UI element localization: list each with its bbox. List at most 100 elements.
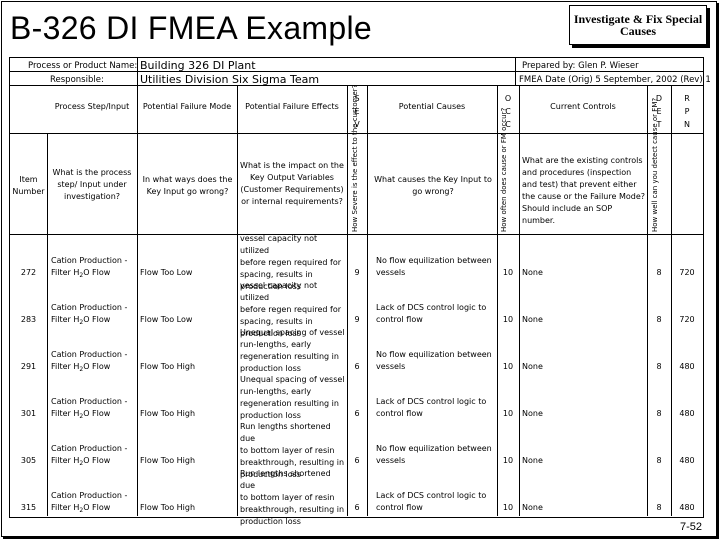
severity: 6 (354, 456, 360, 465)
failure-effect-line: breakthrough, resulting in (240, 458, 345, 467)
detection: 8 (656, 456, 662, 465)
failure-effect-line: production loss (240, 364, 301, 373)
item-number: 283 (20, 315, 37, 324)
guide-item: Item Number (12, 175, 45, 196)
failure-effect-line: vessel capacity not utilized (240, 281, 318, 302)
responsible-value: Utilities Division Six Sigma Team (140, 73, 320, 86)
potential-causes: No flow equilization between vessels (376, 349, 496, 373)
failure-mode: Flow Too High (140, 503, 196, 512)
process-step-line: Filter H2O Flow (51, 268, 111, 279)
fmea-sheet: Process or Product Name: Building 326 DI… (9, 57, 711, 526)
potential-causes: Lack of DCS control logic to control flow (376, 302, 496, 326)
process-step-line: Cation Production - (51, 444, 128, 453)
rpn: 480 (679, 362, 695, 371)
process-step-line: Filter H2O Flow (51, 409, 111, 420)
process-value: Building 326 DI Plant (140, 59, 256, 72)
process-step-line: Filter H2O Flow (51, 362, 111, 373)
occurrence: 10 (502, 456, 514, 465)
process-step-line: Cation Production - (51, 350, 128, 359)
failure-effect-line: breakthrough, resulting in (240, 505, 345, 514)
guide-effects: What is the impact on the Key Output Var… (240, 161, 344, 206)
failure-effects: Unequal spacing of vessel run-lengths, ea… (240, 327, 346, 375)
process-step: Cation Production -Filter H2O Flow (51, 490, 137, 517)
process-step: Cation Production - Filter H2O Flow (51, 349, 137, 376)
cause-line: vessels (376, 362, 406, 371)
rpn: 480 (679, 456, 695, 465)
item-number: 315 (20, 503, 37, 512)
failure-effect-line: regeneration resulting in (240, 352, 339, 361)
header-controls: Current Controls (550, 102, 616, 111)
header-causes: Potential Causes (398, 102, 466, 111)
responsible-label: Responsible: (50, 75, 104, 85)
cause-line: control flow (376, 409, 423, 418)
cause-line: control flow (376, 315, 423, 324)
severity: 6 (354, 409, 360, 418)
failure-effect-line: production loss (240, 411, 301, 420)
header-effects: Potential Failure Effects (245, 102, 339, 111)
occurrence: 10 (502, 503, 514, 512)
potential-causes: No flow equilization between vessels (376, 443, 496, 467)
failure-effect-line: run-lengths, early (240, 340, 312, 349)
guide-step: What is the process step/ Input under in… (52, 168, 132, 201)
cause-line: Lack of DCS control logic to (376, 303, 487, 312)
failure-effects: Unequal spacing of vessel run-lengths, ea… (240, 374, 346, 422)
occurrence: 10 (502, 362, 514, 371)
callout-box: Investigate & Fix Special Causes (569, 5, 707, 45)
guide-controls: What are the existing controls and proce… (522, 156, 645, 225)
occurrence: 10 (502, 315, 514, 324)
guide-occ: How often does cause or FM occur? (500, 107, 508, 232)
detection: 8 (656, 503, 662, 512)
detection: 8 (656, 315, 662, 324)
occurrence: 10 (502, 409, 514, 418)
prepared-by: Prepared by: Glen P. Wieser (522, 61, 639, 71)
guide-mode: In what ways does the Key Input go wrong… (142, 175, 233, 196)
cause-line: No flow equilization between (376, 444, 492, 453)
item-number: 305 (20, 456, 37, 465)
cause-line: Lack of DCS control logic to (376, 397, 487, 406)
cause-line: Lack of DCS control logic to (376, 491, 487, 500)
cause-line: vessels (376, 268, 406, 277)
failure-effect-line: before regen required for (240, 258, 341, 267)
cause-line: No flow equilization between (376, 350, 492, 359)
failure-effect-line: to bottom layer of resin (240, 446, 335, 455)
current-controls: None (522, 503, 543, 512)
failure-effect-line: run-lengths, early (240, 387, 312, 396)
failure-effect-line: Unequal spacing of vessel (240, 375, 345, 384)
rpn: 720 (679, 268, 695, 277)
cause-line: vessels (376, 456, 406, 465)
process-step: Cation Production -Filter H2O Flow (51, 443, 137, 470)
potential-causes: Lack of DCS control logic to control flow (376, 490, 496, 514)
guide-causes: What causes the Key Input to go wrong? (374, 175, 492, 196)
failure-effect-line: spacing, results in (240, 270, 313, 279)
severity: 6 (354, 362, 360, 371)
process-step: Cation Production -Filter H2O Flow (51, 396, 137, 423)
failure-effect-line: production loss (240, 470, 301, 479)
fmea-date: FMEA Date (Orig) 5 September, 2002 (Rev)… (519, 75, 711, 85)
current-controls: None (522, 268, 543, 277)
failure-effect-line: Unequal spacing of vessel (240, 328, 345, 337)
current-controls: None (522, 409, 543, 418)
guide-sev: How Severe is the effect to the customer… (351, 84, 359, 232)
detection: 8 (656, 409, 662, 418)
failure-mode: Flow Too Low (140, 315, 193, 324)
rpn: 720 (679, 315, 695, 324)
severity: 9 (354, 315, 360, 324)
current-controls: None (522, 315, 543, 324)
cause-line: control flow (376, 503, 423, 512)
occurrence: 10 (502, 268, 514, 277)
page-number: 7-52 (679, 521, 702, 533)
process-step: Cation Production -Filter H2O Flow (51, 302, 137, 329)
process-step-line: Filter H2O Flow (51, 315, 111, 326)
detection: 8 (656, 268, 662, 277)
severity: 9 (354, 268, 360, 277)
process-step: Cation Production -Filter H2O Flow (51, 255, 137, 282)
failure-effect-line: production loss (240, 329, 301, 338)
